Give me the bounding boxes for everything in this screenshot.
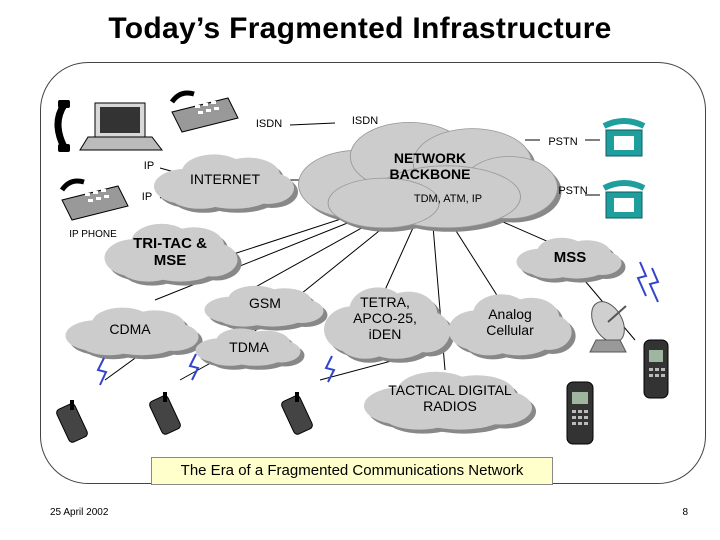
satellite-dish-icon (589, 301, 627, 353)
pstn-label-bottom: PSTN (558, 185, 588, 197)
mss-label: MSS (553, 249, 587, 266)
tactical-radios-label: TACTICAL DIGITAL RADIOS (388, 382, 512, 415)
ip-phone-label: IP PHONE (69, 229, 117, 240)
isdn-label-left: ISDN (255, 118, 283, 130)
cdma-label: CDMA (109, 321, 151, 337)
pstn-phone-icon-top (602, 118, 646, 157)
caption-banner: The Era of a Fragmented Communications N… (151, 457, 553, 485)
cell-phone-icon-large (566, 381, 594, 445)
tritac-label: TRI-TAC & MSE (133, 235, 207, 270)
lightning-icons (96, 261, 660, 386)
ip-phone-icon (59, 178, 129, 221)
footer-date: 25 April 2002 (50, 507, 109, 518)
ip-label-bottom: IP (141, 191, 153, 203)
pstn-label-top: PSTN (548, 136, 578, 148)
footer-page-number: 8 (682, 507, 688, 518)
handheld-radio-icon-1 (56, 400, 88, 443)
backbone-protocols-label: TDM, ATM, IP (413, 193, 483, 205)
internet-label: INTERNET (190, 171, 260, 187)
laptop-icon (79, 102, 164, 151)
handheld-radio-icon-3 (281, 392, 313, 435)
ip-label-top: IP (143, 160, 155, 172)
analog-cellular-label: Analog Cellular (486, 306, 534, 339)
pstn-phone-icon-bottom (602, 180, 646, 219)
handset-icon (54, 100, 70, 152)
tetra-label: TETRA, APCO-25, iDEN (353, 294, 417, 343)
cell-phone-icon-small (643, 339, 669, 399)
handheld-radio-icon-2 (149, 392, 181, 435)
desk-phone-icon-top (169, 90, 239, 133)
tdma-label: TDMA (229, 339, 269, 355)
network-backbone-label: NETWORK BACKBONE (389, 150, 471, 183)
isdn-label-right: ISDN (351, 115, 379, 127)
slide-title: Today’s Fragmented Infrastructure (108, 12, 612, 45)
gsm-label: GSM (249, 295, 281, 311)
